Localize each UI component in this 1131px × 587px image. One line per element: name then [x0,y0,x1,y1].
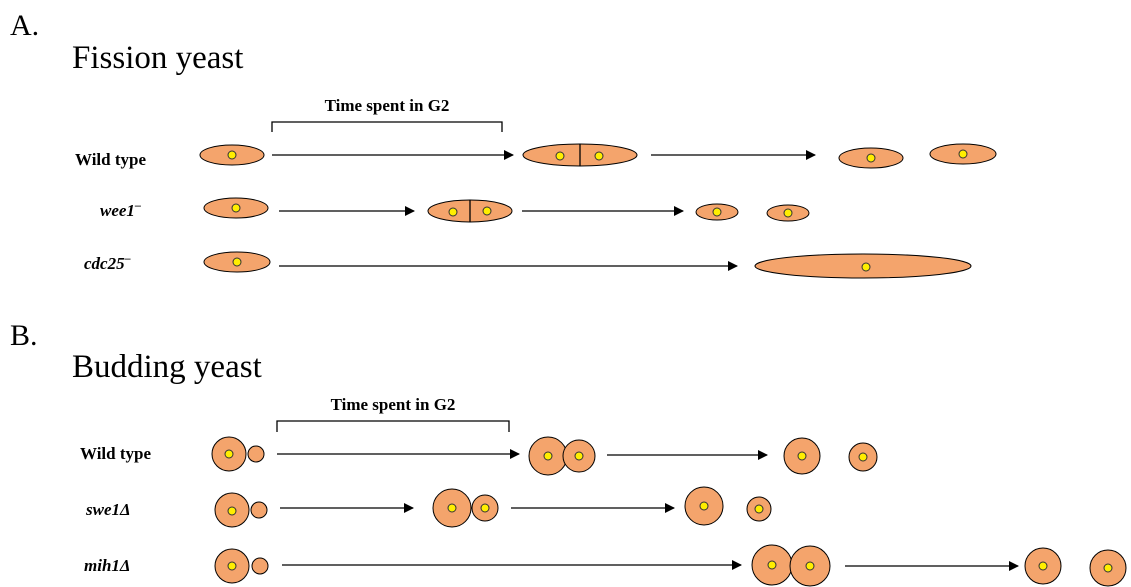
budding-daughter-cell [848,442,878,472]
dividing-fission-cell [427,199,513,223]
fission-cdc25-row [203,251,972,279]
fission-cell [199,144,265,166]
budding-cell-pre-division [432,488,499,528]
row-label-wild-type-b: Wild type [80,444,151,463]
fission-daughter-cell [695,203,739,221]
g2-label-a: Time spent in G2 [325,96,450,115]
budding-cell-with-bud [214,548,269,584]
budding-swe1-row [214,486,772,528]
panel-a: A. Fission yeast Time spent in G2 Wild t… [10,9,997,279]
budding-daughter-cell [1024,547,1062,585]
row-label-cdc25: cdc25– [84,251,131,273]
row-label-wild-type-a: Wild type [75,150,146,169]
panel-b-letter: B. [10,319,38,352]
budding-cell-with-bud [211,436,265,472]
budding-wild-type-row [211,436,878,476]
row-label-mih1: mih1Δ [84,556,131,575]
budding-cell-pre-division [528,436,596,476]
g2-bracket-a: Time spent in G2 [271,96,503,132]
fission-wee1-row [203,197,810,223]
fission-daughter-cell [766,204,810,222]
budding-cell-with-bud [214,492,268,528]
row-label-swe1: swe1Δ [85,500,131,519]
g2-label-b: Time spent in G2 [331,395,456,414]
panel-b-title: Budding yeast [72,349,262,385]
dividing-fission-cell [522,143,638,167]
fission-cell [203,197,269,219]
panel-a-letter: A. [10,9,39,42]
budding-daughter-cell [684,486,724,526]
fission-daughter-cell [838,147,904,169]
budding-daughter-cell [746,496,772,522]
row-label-wee1: wee1– [100,198,141,220]
budding-daughter-cell [783,437,821,475]
fission-cell [203,251,271,273]
budding-daughter-cell [1089,549,1127,587]
g2-bracket-b: Time spent in G2 [276,395,510,432]
budding-cell-pre-division [751,544,831,587]
panel-a-title: Fission yeast [72,40,243,76]
fission-daughter-cell [929,143,997,165]
elongated-fission-cell [754,253,972,279]
panel-b: B. Budding yeast Time spent in G2 Wild t… [10,319,1127,587]
budding-mih1-row [214,544,1127,587]
fission-wild-type-row [199,143,997,169]
